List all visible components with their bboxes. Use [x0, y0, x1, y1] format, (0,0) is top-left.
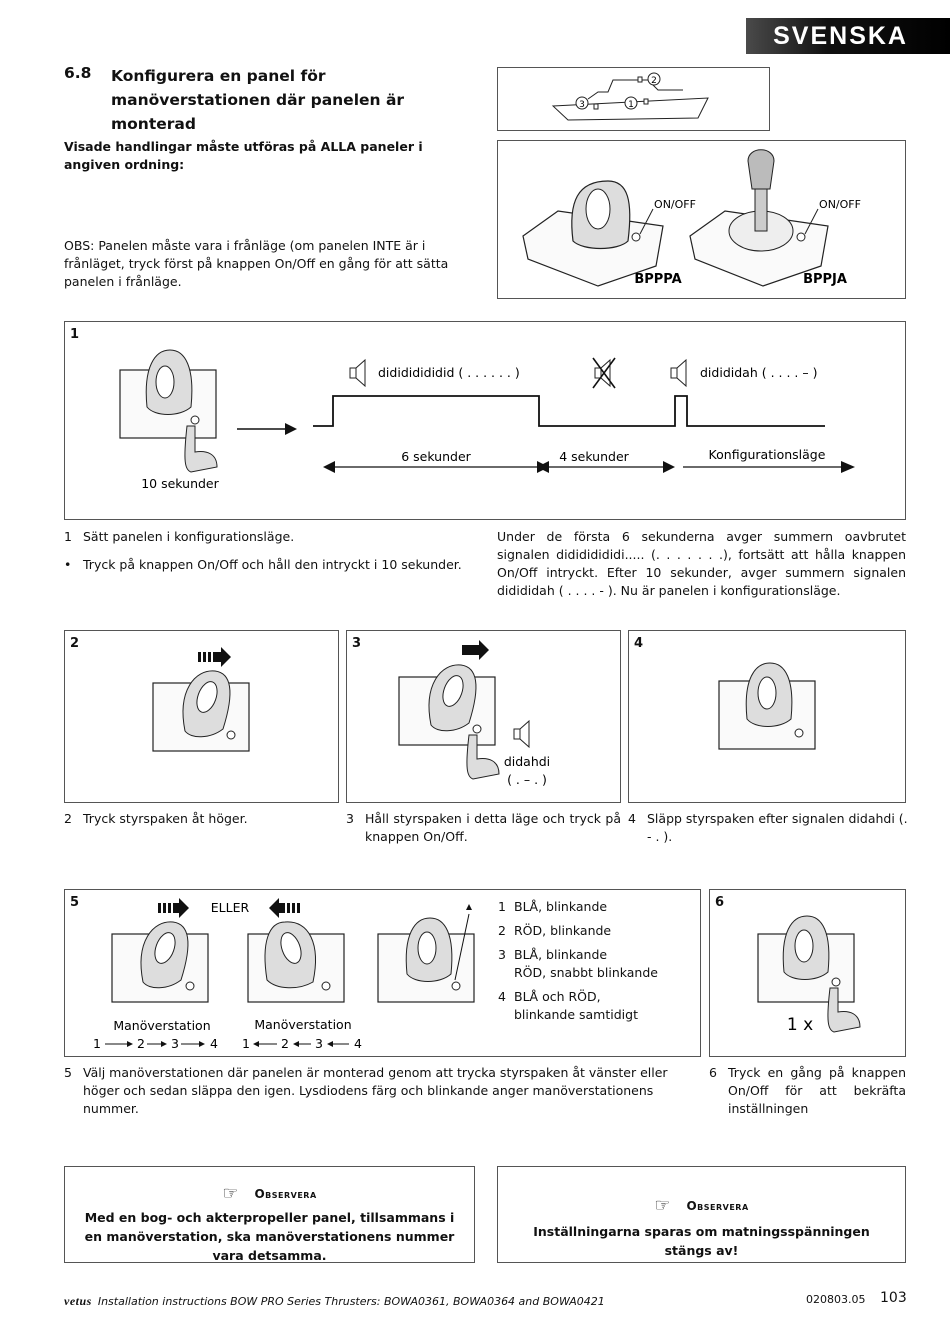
- speaker-icon: [349, 358, 366, 388]
- bppja-onoff-button: [796, 232, 806, 242]
- bppja-label: BPPJA: [803, 272, 847, 287]
- note-box-1: ☞ Observera Med en bog- och akterpropell…: [64, 1166, 475, 1263]
- step1-number: 1: [70, 327, 80, 342]
- footer-text: Installation instructions BOW PRO Series…: [97, 1295, 605, 1308]
- step1-hold-time: 10 sekunder: [141, 476, 219, 491]
- seq-b-3: 3: [315, 1036, 323, 1051]
- arrow-right-icon: [158, 898, 189, 918]
- arrow-right-icon: [198, 647, 231, 667]
- config-mode-label: Konfigurationsläge: [709, 447, 826, 462]
- seq-b-2: 2: [281, 1036, 289, 1051]
- led-indicator: [451, 981, 461, 991]
- step3-number: 3: [352, 636, 362, 651]
- boat-illustration: 3 1 2: [551, 72, 709, 121]
- duration-6: 6 sekunder: [401, 449, 471, 464]
- boat-label-1: 1: [628, 100, 634, 110]
- onoff-label-right: ON/OFF: [819, 198, 861, 211]
- obs-paragraph: OBS: Panelen måste vara i frånläge (om p…: [64, 238, 449, 289]
- step2-figure: 2: [64, 630, 339, 803]
- note-2-header: ☞ Observera: [498, 1195, 905, 1216]
- bpppa-onoff-button: [631, 232, 641, 242]
- beep-long: didididididid ( . . . . . . ): [378, 365, 520, 380]
- bpppa-label: BPPPA: [634, 272, 681, 287]
- station-label-b: Manöverstation: [254, 1017, 351, 1032]
- muted-speaker-icon: [592, 357, 616, 389]
- note-box-2: ☞ Observera Inställningarna sparas om ma…: [497, 1166, 906, 1263]
- pointing-hand-icon: ☞: [654, 1195, 671, 1216]
- step3-signal: didahdi: [504, 754, 550, 769]
- speaker-icon-2: [670, 358, 687, 388]
- step1-figure: 1 10 sekunder didididididid ( . . . . . …: [64, 321, 906, 520]
- pointing-hand-icon: ☞: [222, 1183, 239, 1204]
- note-1-header: ☞ Observera: [65, 1183, 474, 1204]
- seq-a-3: 3: [171, 1036, 179, 1051]
- duration-4: 4 sekunder: [559, 449, 629, 464]
- bppja-joystick: [747, 149, 775, 190]
- step5-figure: 5 ELLER Manöverstation Manöverstation 1 …: [64, 889, 701, 1057]
- intro-instruction: Visade handlingar måste utföras på ALLA …: [64, 139, 423, 172]
- arrow-left-icon: [269, 898, 300, 918]
- section-number: 6.8: [64, 64, 92, 82]
- seq-a-1: 1: [93, 1036, 101, 1051]
- step2-number: 2: [70, 636, 80, 651]
- step6-finger-icon: [827, 987, 861, 1033]
- buzzer-signal-graph: [313, 395, 825, 427]
- step1-description: Under de första 6 sekunderna avger summe…: [497, 529, 906, 598]
- speaker-icon: [513, 719, 530, 749]
- station-label-a: Manöverstation: [113, 1018, 210, 1033]
- step1-bullet: •Tryck på knappen On/Off och håll den in…: [64, 557, 462, 572]
- note-2-text: Inställningarna sparas om matningsspänni…: [533, 1224, 870, 1258]
- step6-times: 1 x: [787, 1015, 813, 1035]
- arrow-right-icon: [462, 640, 489, 660]
- or-label: ELLER: [211, 900, 250, 915]
- step3-signal-code: ( . – . ): [507, 772, 547, 787]
- panels-figure: ON/OFF BPPPA ON/OFF BPPJA: [497, 140, 906, 299]
- section-title: Konfigurera en panel för manöverstatione…: [111, 67, 405, 133]
- beep-short: didididah ( . . . . – ): [700, 365, 817, 380]
- page-number: 103: [880, 1290, 907, 1306]
- brand-logo: vetus: [64, 1294, 92, 1308]
- step3-finger-icon: [466, 734, 500, 780]
- boat-label-2: 2: [651, 76, 657, 86]
- boat-label-3: 3: [579, 100, 585, 110]
- language-tab: SVENSKA: [746, 18, 950, 54]
- step1-finger-icon: [184, 425, 218, 473]
- step6-figure: 6 1 x: [709, 889, 906, 1057]
- seq-b-4: 4: [354, 1036, 362, 1051]
- step6-number: 6: [715, 895, 725, 910]
- step4-figure: 4: [628, 630, 906, 803]
- step5-number: 5: [70, 895, 80, 910]
- onoff-label-left: ON/OFF: [654, 198, 696, 211]
- boat-figure: 3 1 2: [497, 67, 770, 131]
- note-1-title: Observera: [254, 1186, 317, 1201]
- doc-code: 020803.05: [806, 1293, 866, 1306]
- seq-a-4: 4: [210, 1036, 218, 1051]
- step4-number: 4: [634, 636, 644, 651]
- note-2-title: Observera: [686, 1198, 749, 1213]
- seq-a-2: 2: [137, 1036, 145, 1051]
- step3-figure: 3 didahdi ( . – . ): [346, 630, 621, 803]
- seq-b-1: 1: [242, 1036, 250, 1051]
- footer: vetus Installation instructions BOW PRO …: [64, 1294, 605, 1309]
- note-1-text: Med en bog- och akterpropeller panel, ti…: [84, 1210, 455, 1263]
